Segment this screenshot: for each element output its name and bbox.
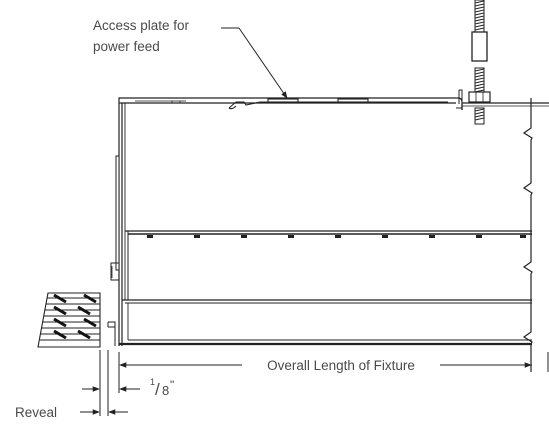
break-line: [522, 98, 533, 372]
reveal-label: Reveal: [15, 405, 57, 420]
access-plate: [228, 98, 448, 110]
hex-nut: [468, 91, 491, 103]
access-plate-label-line1: Access plate for: [93, 18, 190, 33]
gap-unit: ": [170, 378, 174, 392]
fixture-end-wall: [107, 103, 126, 346]
gap-denominator: 8: [162, 383, 169, 398]
lamp-rail: [125, 230, 532, 300]
eighth-inch-label: 1 / 8 ": [150, 377, 174, 399]
fixture-housing-top: [118, 89, 549, 110]
dimension-extension-lines: [99, 350, 549, 416]
rod-coupler: [471, 31, 488, 62]
gap-slash: /: [155, 380, 160, 399]
threaded-rod: [468, 0, 491, 125]
access-plate-leader: [221, 27, 288, 99]
gap-numerator: 1: [150, 377, 155, 387]
overall-length-label: Overall Length of Fixture: [267, 358, 415, 373]
access-plate-label-line2: power feed: [93, 39, 160, 54]
ceiling-section: [37, 292, 101, 348]
fixture-lens: [119, 299, 532, 346]
